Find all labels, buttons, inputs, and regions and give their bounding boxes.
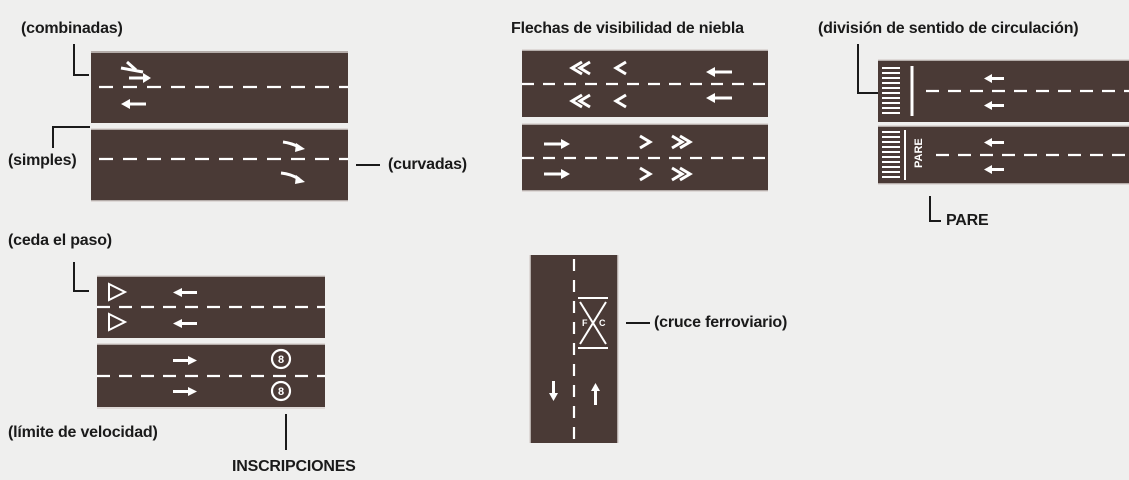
leader-cruce xyxy=(626,322,650,324)
leader-pare-h xyxy=(929,220,941,222)
arrow-left-icon xyxy=(706,67,732,103)
double-chevron-icon xyxy=(569,60,591,109)
road-panel-cruce: F C xyxy=(529,255,619,443)
label-simples: (simples) xyxy=(8,152,77,169)
arrow-right-icon xyxy=(173,356,197,396)
arrow-up-icon xyxy=(591,383,600,405)
leader-simples-h xyxy=(52,126,90,128)
label-ceda: (ceda el paso) xyxy=(8,232,112,249)
chevron-icon xyxy=(613,60,627,109)
arrow-left-icon xyxy=(984,165,1004,174)
leader-inscripciones xyxy=(285,414,287,450)
label-limite: (límite de velocidad) xyxy=(8,424,158,441)
road-panel-niebla xyxy=(522,49,768,192)
arrow-left-icon xyxy=(173,288,197,328)
leader-ceda-h xyxy=(73,290,89,292)
arrow-down-icon xyxy=(549,381,558,401)
label-inscripciones: INSCRIPCIONES xyxy=(232,458,356,475)
speed-limit-icon: 8 xyxy=(270,348,292,370)
leader-simples xyxy=(52,126,54,148)
curved-arrow-icon xyxy=(280,140,305,184)
yield-triangle-icon xyxy=(108,282,128,332)
crosswalk-icon xyxy=(882,131,900,178)
leader-division-h xyxy=(857,92,879,94)
railroad-f: F xyxy=(582,318,588,328)
label-division: (división de sentido de circulación) xyxy=(818,20,1079,37)
leader-curvadas xyxy=(356,164,380,166)
arrow-right-icon xyxy=(544,139,570,179)
road-panel-combinadas-curvadas xyxy=(91,51,348,202)
railroad-crossing-icon xyxy=(578,297,608,349)
speed-limit-icon: 8 xyxy=(270,380,292,402)
speed-limit-text: 8 xyxy=(278,386,284,398)
leader-pare xyxy=(929,196,931,222)
pare-road-text: PARE xyxy=(913,138,925,168)
speed-limit-text: 8 xyxy=(278,354,284,366)
leader-division xyxy=(857,44,859,94)
railroad-c: C xyxy=(599,318,606,328)
road-panel-division: PARE xyxy=(878,59,1129,185)
road-panel-ceda-limite: 8 8 xyxy=(97,275,325,409)
leader-ceda xyxy=(73,262,75,292)
label-pare: PARE xyxy=(946,212,989,229)
leader-combinadas xyxy=(73,44,75,76)
double-chevron-icon xyxy=(671,134,693,182)
label-curvadas: (curvadas) xyxy=(388,156,467,173)
label-niebla: Flechas de visibilidad de niebla xyxy=(511,20,744,37)
crosswalk-icon xyxy=(882,67,900,114)
label-cruce: (cruce ferroviario) xyxy=(654,314,788,331)
road-lower xyxy=(91,129,348,201)
leader-combinadas-h xyxy=(73,74,89,76)
curved-arrow-icon xyxy=(120,60,151,83)
arrow-left-icon xyxy=(984,138,1004,147)
arrow-left-icon xyxy=(984,74,1004,83)
label-combinadas: (combinadas) xyxy=(21,20,123,37)
arrow-left-icon xyxy=(984,101,1004,110)
arrow-left-icon xyxy=(121,99,146,109)
chevron-icon xyxy=(639,134,653,182)
